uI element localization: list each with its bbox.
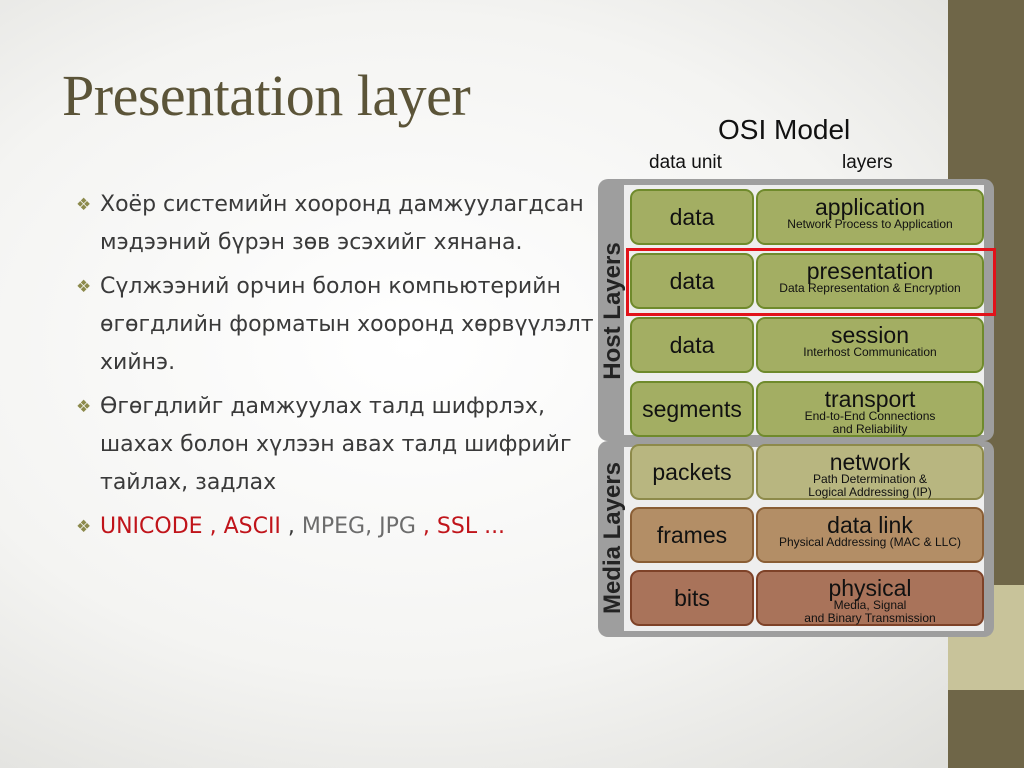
bullet-text: Сүлжээний орчин болон компьютерийн өгөгд… xyxy=(100,274,594,375)
bullet-item: ❖ Сүлжээний орчин болон компьютерийн өгө… xyxy=(76,268,596,382)
example-ascii: ASCII xyxy=(223,514,281,539)
data-unit-cell: frames xyxy=(630,507,754,563)
layer-name: network xyxy=(829,449,911,475)
data-unit-cell: bits xyxy=(630,570,754,626)
layer-cell: session Interhost Communication xyxy=(756,317,984,373)
diamond-bullet-icon: ❖ xyxy=(76,397,92,417)
layer-description: Media, Signal xyxy=(833,598,907,612)
slide-title: Presentation layer xyxy=(62,63,471,128)
layer-description: and Reliability xyxy=(832,422,908,436)
layer-name: transport xyxy=(824,386,916,412)
layer-description: Interhost Communication xyxy=(803,345,937,359)
osi-title: OSI Model xyxy=(718,114,851,145)
layer-description: Physical Addressing (MAC & LLC) xyxy=(778,535,962,549)
host-layers-label: Host Layers xyxy=(599,242,626,380)
data-unit-cell: data xyxy=(630,189,754,245)
layer-cell: transport End-to-End Connections and Rel… xyxy=(756,381,984,437)
layer-cell: application Network Process to Applicati… xyxy=(756,189,984,245)
bullet-text: Хоёр системийн хооронд дамжуулагдсан мэд… xyxy=(100,192,584,255)
bullet-item: ❖ Өгөгдлийг дамжуулах талд шифрлэх, шаха… xyxy=(76,388,596,502)
column-header-data-unit: data unit xyxy=(649,152,722,173)
layer-cell: network Path Determination & Logical Add… xyxy=(756,444,984,500)
layer-description: and Binary Transmission xyxy=(804,611,936,625)
layer-name: physical xyxy=(828,575,912,601)
diamond-bullet-icon: ❖ xyxy=(76,517,92,537)
bullet-text: Өгөгдлийг дамжуулах талд шифрлэх, шахах … xyxy=(100,394,572,495)
data-unit-cell: data xyxy=(630,317,754,373)
layer-description: Logical Addressing (IP) xyxy=(808,485,932,499)
layer-description: Path Determination & xyxy=(812,472,928,486)
example-separator: , xyxy=(202,514,224,539)
data-unit-cell: packets xyxy=(630,444,754,500)
media-layers-label: Media Layers xyxy=(599,461,626,615)
diamond-bullet-icon: ❖ xyxy=(76,277,92,297)
layer-name: presentation xyxy=(806,258,934,284)
example-separator: , xyxy=(280,514,302,539)
layer-description: Network Process to Application xyxy=(787,217,953,231)
layer-description: Data Representation & Encryption xyxy=(779,281,961,295)
layer-cell: physical Media, Signal and Binary Transm… xyxy=(756,570,984,626)
bullet-item-examples: ❖ UNICODE , ASCII , MPEG, JPG , SSL ... xyxy=(76,508,596,546)
data-unit-cell: data xyxy=(630,253,754,309)
data-unit-cell: segments xyxy=(630,381,754,437)
layer-name: session xyxy=(831,322,909,348)
layer-name: application xyxy=(815,194,925,220)
example-unicode: UNICODE xyxy=(100,514,203,539)
bullet-item: ❖ Хоёр системийн хооронд дамжуулагдсан м… xyxy=(76,186,596,262)
example-mpeg-jpg: MPEG, JPG xyxy=(301,514,416,539)
layer-cell: data link Physical Addressing (MAC & LLC… xyxy=(756,507,984,563)
layer-name: data link xyxy=(827,512,913,538)
layer-description: End-to-End Connections xyxy=(804,409,936,423)
layer-cell: presentation Data Representation & Encry… xyxy=(756,253,984,309)
example-separator: , xyxy=(415,514,437,539)
example-ssl: SSL ... xyxy=(436,514,506,539)
diamond-bullet-icon: ❖ xyxy=(76,195,92,215)
column-header-layers: layers xyxy=(842,152,893,173)
presentation-highlight-box xyxy=(626,248,996,316)
bullet-list: ❖ Хоёр системийн хооронд дамжуулагдсан м… xyxy=(76,186,596,552)
